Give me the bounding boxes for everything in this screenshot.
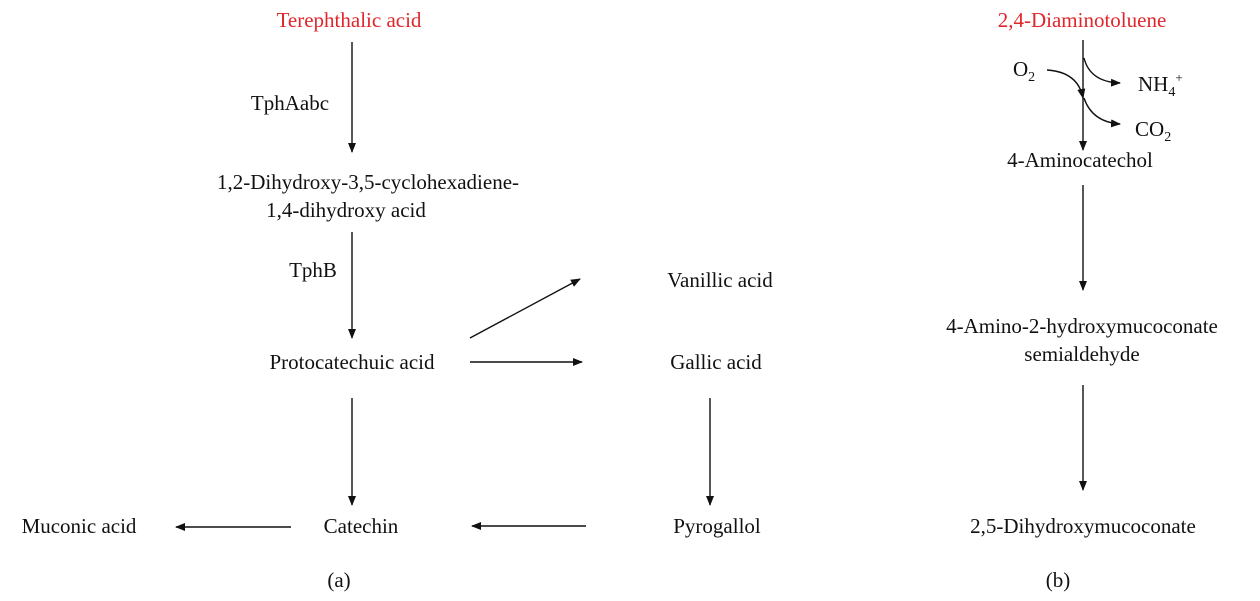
co2-text: CO bbox=[1135, 117, 1164, 141]
aminocatechol: 4-Aminocatechol bbox=[1007, 148, 1153, 172]
arrow-pca-to-vanillic bbox=[469, 278, 581, 339]
intermediate-line2: 1,4-dihydroxy acid bbox=[266, 198, 426, 222]
enzyme-tphb: TphB bbox=[289, 258, 337, 282]
panel-a: Terephthalic acid TphAabc 1,2-Dihydroxy-… bbox=[22, 8, 774, 592]
co2-label: CO2 bbox=[1135, 117, 1171, 145]
arrow-nh4-out bbox=[1083, 57, 1121, 87]
arrow-co2-out bbox=[1083, 97, 1121, 128]
o2-text: O bbox=[1013, 57, 1028, 81]
dihydroxymucoconate: 2,5-Dihydroxymucoconate bbox=[970, 514, 1196, 538]
panel-b-label: (b) bbox=[1046, 568, 1071, 592]
gallic-acid: Gallic acid bbox=[670, 350, 762, 374]
nh4-label: NH4+ bbox=[1138, 70, 1183, 100]
panel-b: 2,4-Diaminotoluene O2 NH4+ CO2 4-Aminoca… bbox=[946, 8, 1218, 592]
catechin: Catechin bbox=[324, 514, 399, 538]
intermediate-line1: 1,2-Dihydroxy-3,5-cyclohexadiene- bbox=[217, 170, 519, 194]
semialdehyde-line1: 4-Amino-2-hydroxymucoconate bbox=[946, 314, 1218, 338]
arrow-o2-in bbox=[1046, 69, 1086, 99]
co2-subscript: 2 bbox=[1164, 130, 1171, 145]
nh4-text: NH bbox=[1138, 72, 1168, 96]
muconic-acid: Muconic acid bbox=[22, 514, 137, 538]
semialdehyde-line2: semialdehyde bbox=[1024, 342, 1139, 366]
o2-label: O2 bbox=[1013, 57, 1035, 85]
terephthalic-acid: Terephthalic acid bbox=[277, 8, 422, 32]
nh4-subscript: 4 bbox=[1168, 85, 1175, 100]
panel-a-label: (a) bbox=[327, 568, 350, 592]
vanillic-acid: Vanillic acid bbox=[667, 268, 773, 292]
protocatechuic-acid: Protocatechuic acid bbox=[269, 350, 435, 374]
pyrogallol: Pyrogallol bbox=[673, 514, 761, 538]
enzyme-tphaabc: TphAabc bbox=[251, 91, 329, 115]
o2-subscript: 2 bbox=[1028, 70, 1035, 85]
nh4-superscript: + bbox=[1175, 70, 1182, 85]
diaminotoluene: 2,4-Diaminotoluene bbox=[998, 8, 1167, 32]
